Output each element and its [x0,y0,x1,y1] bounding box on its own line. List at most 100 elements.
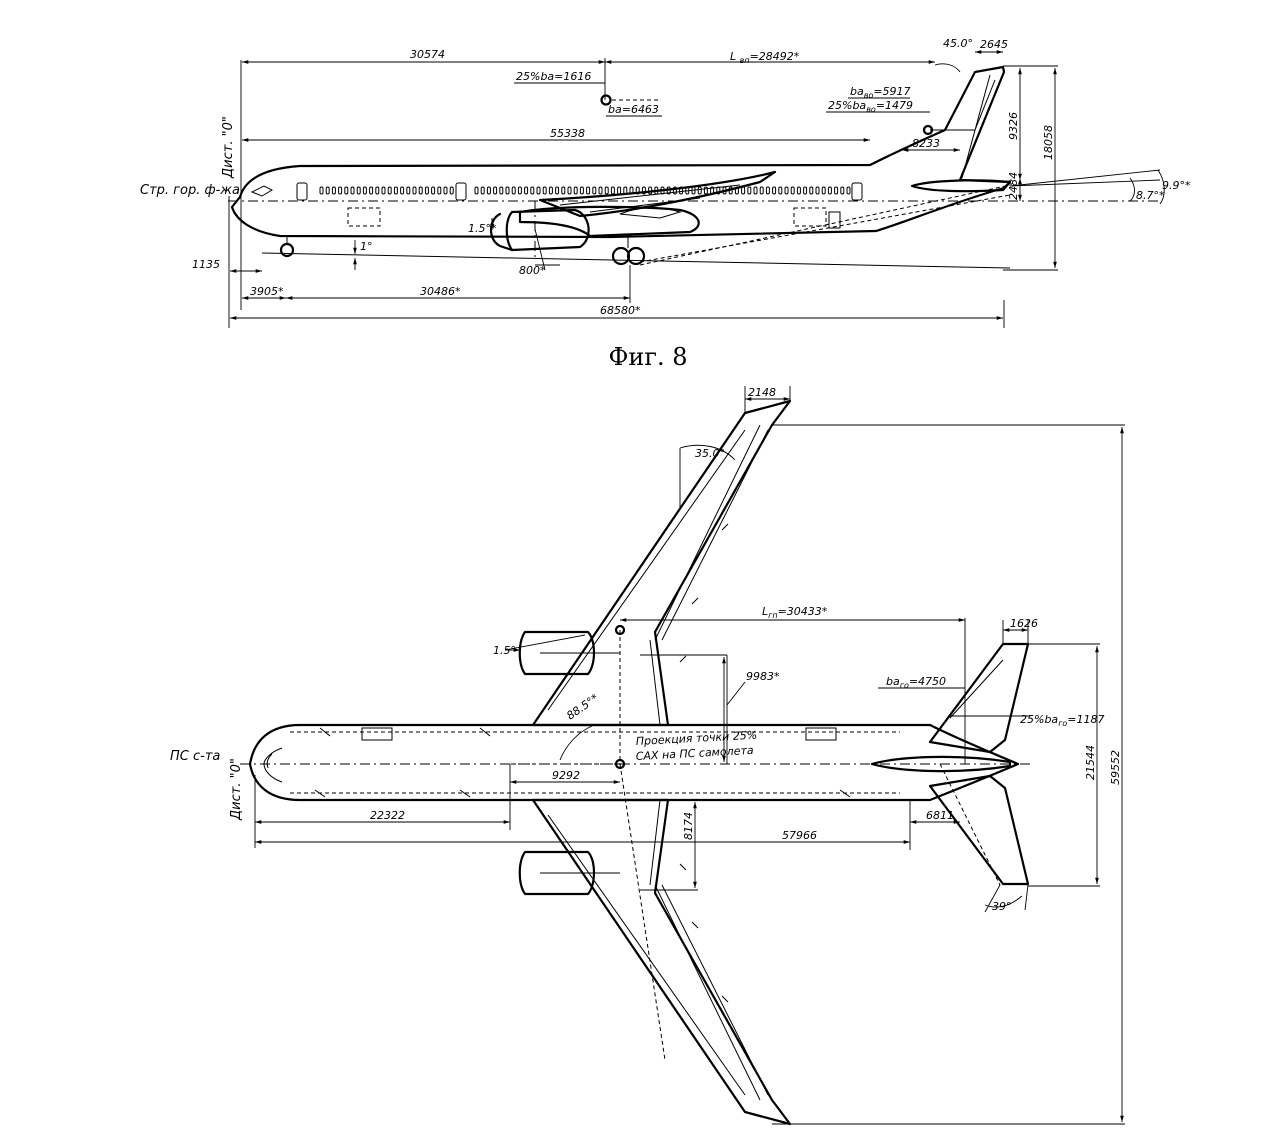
side-window [536,186,541,195]
side-window [772,186,777,195]
top-wing-upper-detail [547,424,769,726]
top-door-1 [361,727,393,741]
dim-59552: 59552 [1109,750,1122,785]
side-window [641,186,646,195]
dim-57966: 57966 [782,829,817,842]
side-window [449,186,454,195]
side-window [406,186,411,195]
side-window [741,186,746,195]
side-engine [505,208,590,252]
side-main-gear-1 [611,246,631,266]
side-window [375,186,380,195]
dim-1626: 1626 [1010,617,1038,630]
projection-note-line2: САХ на ПС самолета [635,744,754,763]
side-window [331,186,336,195]
dim-21544: 21544 [1084,745,1097,780]
dim-87deg: 8.7°* [1136,189,1165,202]
side-engine-pylon [518,205,700,238]
side-window [499,186,504,195]
top-htail-lower [928,774,1030,886]
dim-2645: 2645 [980,38,1008,51]
dim-9983: 9983* [746,670,780,683]
side-view: Стр. гор. ф-жа Дист. "0" 30574 L вп=2849… [140,37,1191,328]
side-window [486,186,491,195]
side-wing-detail [559,184,741,213]
top-reference-label: ПС с-та [170,749,220,764]
side-window [803,186,808,195]
top-projection-point [614,758,626,770]
side-cargo-door-2 [793,207,827,227]
side-windows [319,186,851,195]
side-window [418,186,423,195]
dim-45deg: 45.0° [943,37,973,50]
dim-6811: 6811 [926,809,954,822]
side-window [350,186,355,195]
side-window [759,186,764,195]
side-window [778,186,783,195]
projection-note-line1: Проекция точки 25% [635,729,757,748]
side-window [747,186,752,195]
side-window [784,186,789,195]
dim-top-15deg: 1.5° [493,644,516,657]
side-fin-mac-point [922,124,934,136]
side-window [703,186,708,195]
side-window [530,186,535,195]
side-hatch [828,211,841,229]
side-cargo-door-1 [347,207,381,227]
side-window [387,186,392,195]
side-window [548,186,553,195]
top-wing-tabs [679,523,729,1003]
side-window [524,186,529,195]
side-window [790,186,795,195]
side-window [827,186,832,195]
side-window [753,186,758,195]
side-window [344,186,349,195]
side-window [412,186,417,195]
side-window [697,186,702,195]
wing-fairing [679,863,687,871]
side-nose-gear [279,242,295,258]
side-window [672,186,677,195]
side-door-2 [455,182,467,201]
side-window [424,186,429,195]
side-reference-label: Стр. гор. ф-жа [140,183,240,198]
side-window [846,186,851,195]
top-datum-label: Дист. "0" [229,758,244,821]
figure-caption: Фиг. 8 [608,343,687,371]
side-window [319,186,324,195]
side-window [765,186,770,195]
side-window [834,186,839,195]
dim-2148: 2148 [748,386,776,399]
top-mac-point [614,624,626,636]
side-window [573,186,578,195]
side-window [505,186,510,195]
top-engine-upper [518,630,596,676]
top-wing-lower-detail [547,799,769,1101]
side-window [356,186,361,195]
dim-mac-wing: L вп=28492* [730,50,800,65]
side-window [480,186,485,195]
side-window [555,186,560,195]
side-window [362,186,367,195]
dim-68580: 68580* [600,304,641,317]
top-fuselage [248,723,1020,802]
side-window [400,186,405,195]
dim-55338: 55338 [550,127,585,140]
side-window [443,186,448,195]
dim-1135: 1135 [192,258,220,271]
dim-quarter-ba: 25%ba=1616 [516,70,591,83]
dim-30574: 30574 [410,48,445,61]
top-door-2 [805,727,837,741]
dim-ba-vo: baво=5917 [850,85,911,100]
side-window [567,186,572,195]
side-window [474,186,479,195]
side-window [586,186,591,195]
side-datum-label: Дист. "0" [221,116,236,179]
wing-fairing [679,655,687,663]
top-htail-upper [928,642,1030,754]
dim-99deg: 9.9°* [1162,179,1191,192]
dim-22322: 22322 [370,809,405,822]
side-window [815,186,820,195]
dim-mac-top: Lгп=30433* [762,605,828,620]
